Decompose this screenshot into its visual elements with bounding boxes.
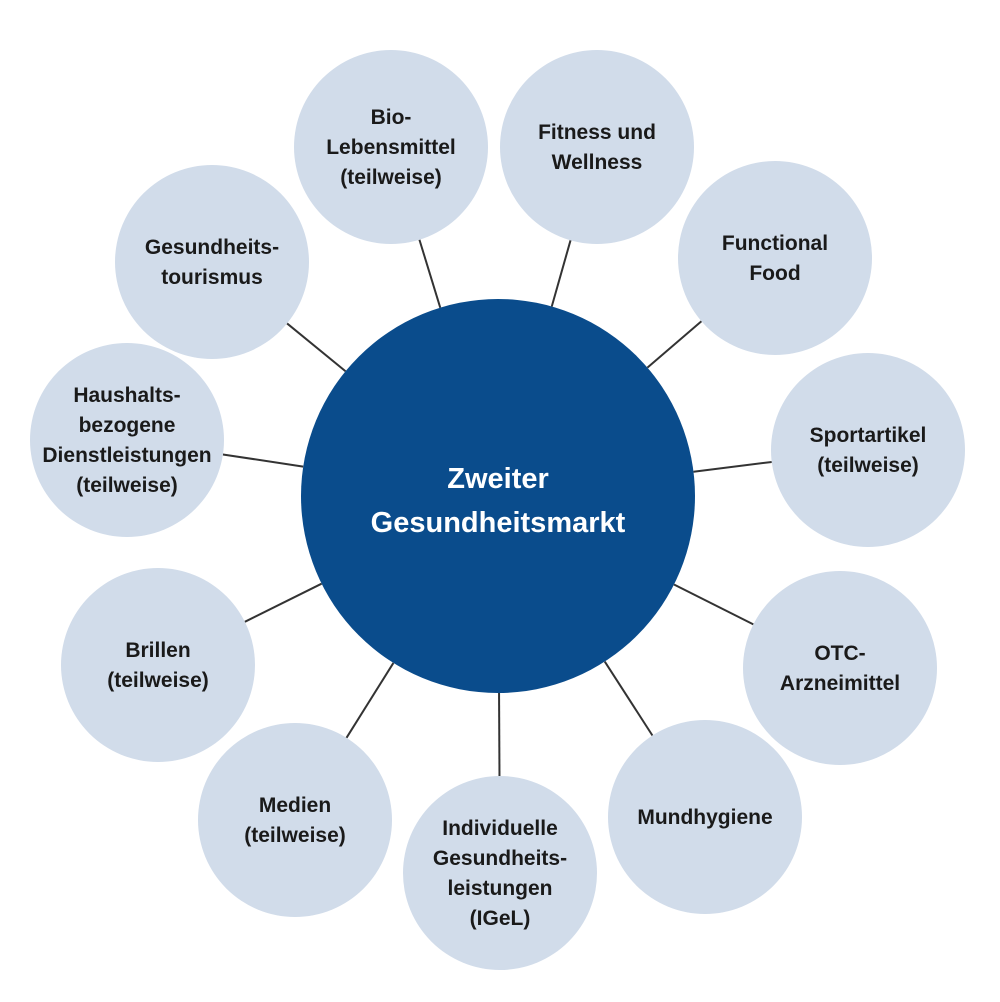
node-label-line: Lebensmittel: [326, 136, 456, 159]
node-circle: [608, 720, 802, 914]
node-medien: Medien (teilweise): [198, 723, 392, 917]
connector-line: [418, 239, 442, 308]
node-gesundheitstourismus: Gesundheits-tourismus: [115, 165, 309, 359]
center-label-line: Gesundheitsmarkt: [371, 507, 626, 539]
connector-line: [646, 320, 703, 369]
node-circle: [500, 50, 694, 244]
node-sportartikel: Sportartikel (teilweise): [771, 353, 965, 547]
connector-line: [693, 460, 772, 473]
node-label-line: tourismus: [161, 266, 263, 289]
node-brillen: Brillen (teilweise): [61, 568, 255, 762]
connector-line: [286, 322, 347, 373]
node-circle: [198, 723, 392, 917]
node-circle: [771, 353, 965, 547]
node-label-line: Gesundheits-: [145, 236, 279, 259]
node-label-line: Mundhygiene: [637, 806, 772, 829]
connector-line: [222, 453, 304, 468]
node-label-line: leistungen: [447, 877, 552, 900]
node-circle: [61, 568, 255, 762]
node-label-line: Haushalts-: [73, 384, 180, 407]
node-label-line: Sportartikel: [810, 424, 927, 447]
node-label-line: Brillen: [125, 639, 190, 662]
node-label-line: (teilweise): [76, 474, 178, 497]
node-label-line: (teilweise): [340, 166, 442, 189]
center-node: Zweiter Gesundheitsmarkt: [301, 299, 695, 693]
connector-line: [603, 661, 654, 737]
node-mundhygiene: Mundhygiene: [608, 720, 802, 914]
node-label-line: Medien: [259, 794, 331, 817]
center-circle: [301, 299, 695, 693]
node-label-line: (teilweise): [817, 454, 919, 477]
node-otc-arzneimittel: OTC- Arzneimittel: [743, 571, 937, 765]
node-circle: [294, 50, 488, 244]
node-label-line: Food: [749, 262, 800, 285]
node-circle: [743, 571, 937, 765]
node-label-line: (teilweise): [107, 669, 209, 692]
node-label-line: OTC-: [814, 642, 865, 665]
node-label-line: Wellness: [552, 151, 643, 174]
node-label-line: (IGeL): [470, 907, 531, 930]
node-circle: [678, 161, 872, 355]
node-circle: [30, 343, 224, 537]
node-label-line: Arzneimittel: [780, 672, 900, 695]
node-label-line: Bio-: [371, 106, 412, 129]
node-bio-lebensmittel: Bio- Lebensmittel (teilweise): [294, 50, 488, 244]
node-label-line: Dienstleistungen: [42, 444, 211, 467]
node-circle: [115, 165, 309, 359]
connector-line: [244, 582, 323, 623]
connector-line: [550, 240, 572, 307]
node-label-line: Functional: [722, 232, 828, 255]
node-label-line: (teilweise): [244, 824, 346, 847]
node-label-line: Individuelle: [442, 817, 558, 840]
node-label-line: Gesundheits-: [433, 847, 567, 870]
center-label-line: Zweiter: [447, 463, 549, 495]
node-label-line: bezogene: [79, 414, 176, 437]
connector-line: [345, 662, 395, 739]
node-circle: [403, 776, 597, 970]
node-label-line: Fitness und: [538, 121, 656, 144]
connector-line: [673, 583, 754, 626]
